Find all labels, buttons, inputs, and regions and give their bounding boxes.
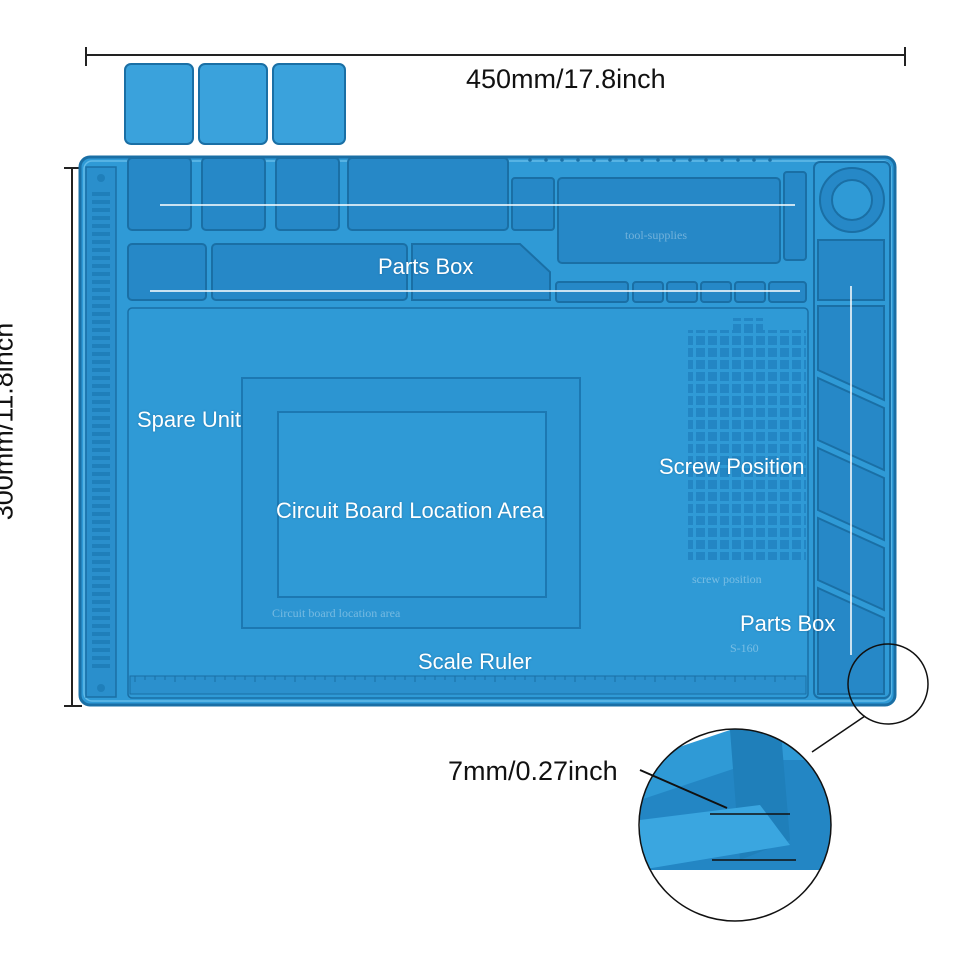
thickness-dimension-label: 7mm/0.27inch — [448, 756, 618, 786]
tool-tray — [347, 157, 807, 264]
parts-box-lids — [124, 63, 346, 145]
embossed-tool-supplies: tool-supplies — [625, 228, 687, 242]
scale-ruler-label: Scale Ruler — [418, 649, 532, 674]
embossed-model: S-160 — [730, 641, 759, 655]
zoom-connector-line — [811, 715, 866, 753]
width-dimension-label: 450mm/17.8inch — [466, 64, 666, 94]
scale-ruler — [129, 675, 807, 695]
spare-unit-label: Spare Unit — [137, 407, 241, 432]
work-area — [127, 307, 809, 699]
top-small-bins — [127, 157, 340, 231]
parts-box-top-label: Parts Box — [378, 254, 474, 279]
screw-position-label: Screw Position — [659, 454, 805, 479]
circuit-board-area-label: Circuit Board Location Area — [276, 498, 544, 523]
screw-position-grid — [688, 318, 806, 560]
parts-box-row — [127, 243, 807, 303]
zoom-source-circle — [847, 643, 929, 725]
parts-box-right-label: Parts Box — [740, 611, 836, 636]
zoom-circle-outline — [638, 728, 832, 922]
round-cup — [819, 167, 885, 233]
edge-closeup — [639, 729, 831, 921]
embossed-circuit-board-area: Circuit board location area — [272, 606, 401, 620]
height-dimension-label: 300mm/11.8inch — [0, 322, 19, 521]
thickness-leader-line — [639, 769, 728, 809]
side-grip-strip — [85, 166, 117, 698]
tool-peg-holes — [528, 158, 772, 162]
width-dimension-line — [85, 47, 906, 66]
embossed-screw-position: screw position — [692, 572, 762, 586]
